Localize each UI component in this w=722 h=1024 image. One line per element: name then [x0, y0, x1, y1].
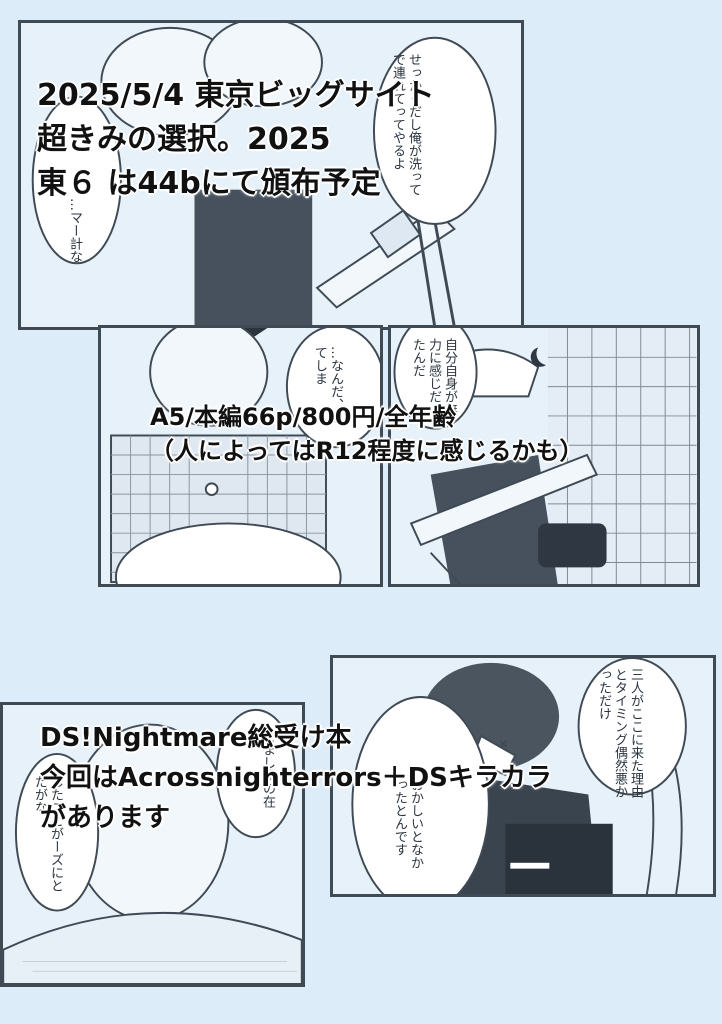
speech-bubble-mid-left: …なんだ、してしま: [312, 346, 343, 424]
speech-bubble-top-left: …マー計な: [67, 198, 82, 263]
panel-top-art: [31, 23, 497, 327]
event-date-venue: 2025/5/4 東京ビッグサイト: [37, 78, 435, 113]
manga-panel-mid-right: 自分自身が無力に感じだったんだ: [388, 325, 700, 587]
event-name: 超きみの選択。2025: [37, 122, 331, 157]
speech-bubble-mid-right: 自分自身が無力に感じだったんだ: [410, 338, 457, 416]
book-info: A5/本編66p/800円/全年齢 （人によってはR12程度に感じるかも）: [150, 400, 583, 468]
panel-bottom-left-art: [3, 708, 302, 984]
speech-bubble-bottom-left-1: こまし僕の在だ: [244, 730, 275, 808]
panel-mid-left-art: [110, 328, 380, 584]
ds-title: DS!Nightmare総受け本: [40, 723, 352, 753]
panel-bottom-right-art: [351, 658, 687, 894]
manga-panel-bottom-right: 三人がここに来た理由とタイミング偶然悪かっただけ おかしいとなかったとんです: [330, 655, 716, 897]
ds-info: DS!Nightmare総受け本 今回はAcrossnighterrors＋DS…: [40, 718, 552, 838]
speech-bubble-bottom-right-1: 三人がここに来た理由とタイミング偶然悪かっただけ: [596, 668, 643, 798]
event-info: 2025/5/4 東京ビッグサイト 超きみの選択。2025 東６ は44bにて頒…: [37, 74, 435, 206]
ds-contents-end: があります: [40, 803, 171, 833]
manga-panel-mid-left: …なんだ、してしま: [98, 325, 383, 587]
speech-bubble-top-right: せっかくだし俺が洗ってで連れてってやるよ: [390, 53, 421, 196]
event-booth: 東６ は44bにて頒布予定: [37, 166, 381, 201]
manga-panel-top: せっかくだし俺が洗ってで連れてってやるよ …マー計な: [18, 20, 524, 330]
book-rating-note: （人によってはR12程度に感じるかも）: [150, 437, 584, 465]
manga-panel-bottom-left: こまし僕の在だ したことがーズにとだがな: [0, 702, 305, 987]
speech-bubble-bottom-left-2: したことがーズにとだがな: [32, 775, 63, 892]
panel-mid-right-art: [393, 328, 697, 584]
ds-contents: 今回はAcrossnighterrors＋DSキラカラ: [40, 763, 552, 793]
speech-bubble-bottom-right-2: おかしいとなかったとんです: [392, 778, 423, 869]
book-spec: A5/本編66p/800円/全年齢: [150, 403, 457, 431]
